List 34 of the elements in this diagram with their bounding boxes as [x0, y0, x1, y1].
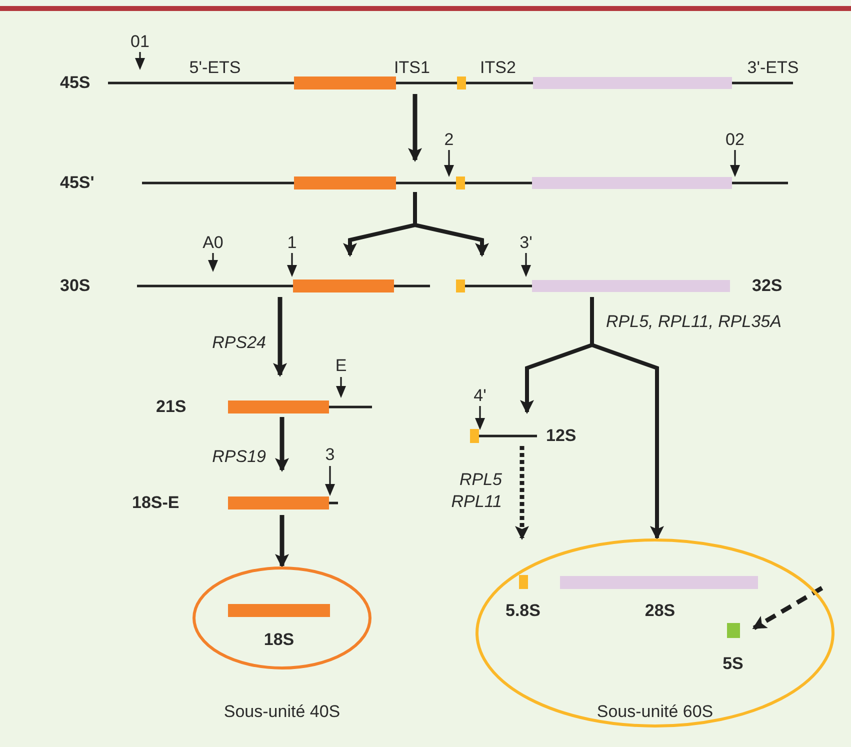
- cleavage-site-label: 3': [518, 233, 534, 253]
- molecule-label: 12S: [546, 426, 576, 446]
- arrow: [275, 417, 289, 472]
- cleavage-site-label: 3: [324, 445, 336, 465]
- molecule-label: 5S: [722, 654, 744, 674]
- region-label: ITS1: [393, 58, 431, 78]
- arrow: [590, 297, 664, 540]
- molecule-label: 21S: [156, 397, 186, 417]
- cleavage-site-label: 01: [130, 32, 150, 52]
- subunit-label: Sous-unité 60S: [596, 702, 714, 722]
- cleavage-site-label: E: [334, 356, 348, 376]
- molecule-label: 45S': [60, 173, 94, 193]
- molecule-label: 28S: [644, 601, 676, 621]
- arrow: [413, 192, 489, 257]
- cleavage-site-label: 4': [472, 386, 488, 406]
- cleavage-site-label: 02: [724, 130, 746, 150]
- region-label: 3'-ETS: [746, 58, 800, 78]
- arrow: [515, 446, 529, 540]
- arrow: [273, 297, 287, 377]
- region-label: 5'-ETS: [188, 58, 242, 78]
- arrow: [275, 515, 289, 568]
- arrow: [752, 586, 824, 630]
- molecule-label: 30S: [60, 276, 90, 296]
- region-label: ITS2: [479, 58, 517, 78]
- subunit-label: Sous-unité 40S: [222, 702, 342, 722]
- cleavage-site-label: 1: [286, 233, 298, 253]
- arrow: [408, 94, 422, 162]
- molecule-label: 18S-E: [132, 493, 180, 513]
- molecule-label: 32S: [752, 276, 782, 296]
- molecule-label: 45S: [60, 73, 90, 93]
- molecule-label: 18S: [262, 630, 296, 650]
- cleavage-site-label: 2: [443, 130, 455, 150]
- molecule-label: 5.8S: [504, 601, 542, 621]
- cleavage-site-label: A0: [202, 233, 224, 253]
